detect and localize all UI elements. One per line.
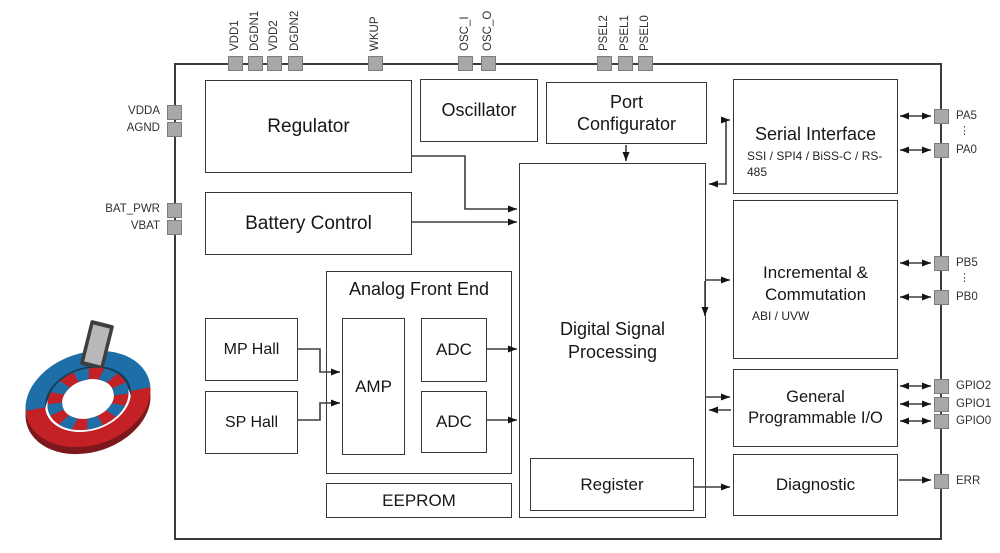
block-adc-top: ADC xyxy=(421,318,487,382)
pin-err xyxy=(934,474,949,489)
block-label: MP Hall xyxy=(223,340,280,358)
block-serial-interface: Serial Interface SSI / SPI4 / BiSS-C / R… xyxy=(733,79,898,194)
block-label: Analog Front End xyxy=(348,279,490,299)
pin-label-dgdn2: DGDN2 xyxy=(289,10,301,51)
pin-label-agnd: AGND xyxy=(126,122,160,134)
pin-gpio1 xyxy=(934,397,949,412)
pin-label-vdd2: VDD2 xyxy=(268,20,280,51)
pin-bat-pwr xyxy=(167,203,182,218)
block-label: Port Configurator xyxy=(576,91,677,135)
pin-pa5 xyxy=(934,109,949,124)
block-mp-hall: MP Hall xyxy=(205,318,298,381)
pin-agnd xyxy=(167,122,182,137)
pin-vdd2 xyxy=(267,56,282,71)
pin-label-pa5: PA5 xyxy=(956,110,977,122)
block-port-configurator: Port Configurator xyxy=(546,82,707,144)
pin-label-gpio2: GPIO2 xyxy=(956,380,992,392)
pin-label-vdda: VDDA xyxy=(128,105,160,117)
pin-pb0 xyxy=(934,290,949,305)
pin-label-osc-i: OSC_I xyxy=(459,16,471,51)
block-label: Serial Interface xyxy=(754,123,877,144)
block-label: ADC xyxy=(436,412,472,432)
block-label: EEPROM xyxy=(382,490,456,510)
pin-psel1 xyxy=(618,56,633,71)
pin-label-err: ERR xyxy=(956,475,981,487)
block-label: Diagnostic xyxy=(775,475,856,495)
pin-vdd1 xyxy=(228,56,243,71)
block-diagnostic: Diagnostic xyxy=(733,454,898,516)
pin-wkup xyxy=(368,56,383,71)
pin-label-wkup: WKUP xyxy=(369,16,381,52)
pin-label-gpio0: GPIO0 xyxy=(956,415,992,427)
block-amp: AMP xyxy=(342,318,405,455)
pin-pb5 xyxy=(934,256,949,271)
pin-vdda xyxy=(167,105,182,120)
pin-label-vbat: VBAT xyxy=(130,220,160,232)
pin-psel0 xyxy=(638,56,653,71)
pa-ellipsis: ⋮ xyxy=(959,125,970,137)
block-regulator: Regulator xyxy=(205,80,412,173)
pin-pa0 xyxy=(934,143,949,158)
pin-osc-i xyxy=(458,56,473,71)
block-label: Regulator xyxy=(267,115,350,137)
pin-dgdn2 xyxy=(288,56,303,71)
pin-label-pa0: PA0 xyxy=(956,144,977,156)
block-label: Incremental & Commutation xyxy=(763,263,868,304)
block-battery-control: Battery Control xyxy=(205,192,412,255)
block-eeprom: EEPROM xyxy=(326,483,512,518)
pin-label-osc-o: OSC_O xyxy=(482,10,494,51)
pin-gpio2 xyxy=(934,379,949,394)
block-gpio: General Programmable I/O xyxy=(733,369,898,447)
block-label: AMP xyxy=(355,376,392,396)
pin-label-psel2: PSEL2 xyxy=(598,15,610,51)
block-label: Register xyxy=(580,474,644,494)
block-sublabel: ABI / UVW xyxy=(752,308,810,323)
pin-label-vdd1: VDD1 xyxy=(229,20,241,51)
pin-gpio0 xyxy=(934,414,949,429)
block-incremental-commutation: Incremental & Commutation ABI / UVW xyxy=(733,200,898,359)
block-oscillator: Oscillator xyxy=(420,79,538,142)
pin-label-psel1: PSEL1 xyxy=(619,15,631,51)
pb-ellipsis: ⋮ xyxy=(959,272,970,284)
pin-osc-o xyxy=(481,56,496,71)
pin-label-gpio1: GPIO1 xyxy=(956,398,992,410)
block-register: Register xyxy=(530,458,694,511)
block-label: Battery Control xyxy=(245,212,372,234)
magnet-ring-illustration xyxy=(25,320,151,455)
block-label: General Programmable I/O xyxy=(748,388,883,427)
block-label: SP Hall xyxy=(224,413,279,431)
pin-label-pb5: PB5 xyxy=(956,257,978,269)
pin-label-bat-pwr: BAT_PWR xyxy=(105,203,160,215)
block-sp-hall: SP Hall xyxy=(205,391,298,454)
block-label: ADC xyxy=(436,340,472,360)
pin-label-pb0: PB0 xyxy=(956,291,978,303)
pin-psel2 xyxy=(597,56,612,71)
pin-label-dgdn1: DGDN1 xyxy=(249,10,261,51)
block-adc-bottom: ADC xyxy=(421,391,487,453)
pin-label-psel0: PSEL0 xyxy=(639,15,651,51)
block-label: Digital Signal Processing xyxy=(559,319,666,362)
pin-dgdn1 xyxy=(248,56,263,71)
block-sublabel: SSI / SPI4 / BiSS-C / RS-485 xyxy=(747,149,883,179)
pin-vbat xyxy=(167,220,182,235)
block-label: Oscillator xyxy=(441,100,517,121)
